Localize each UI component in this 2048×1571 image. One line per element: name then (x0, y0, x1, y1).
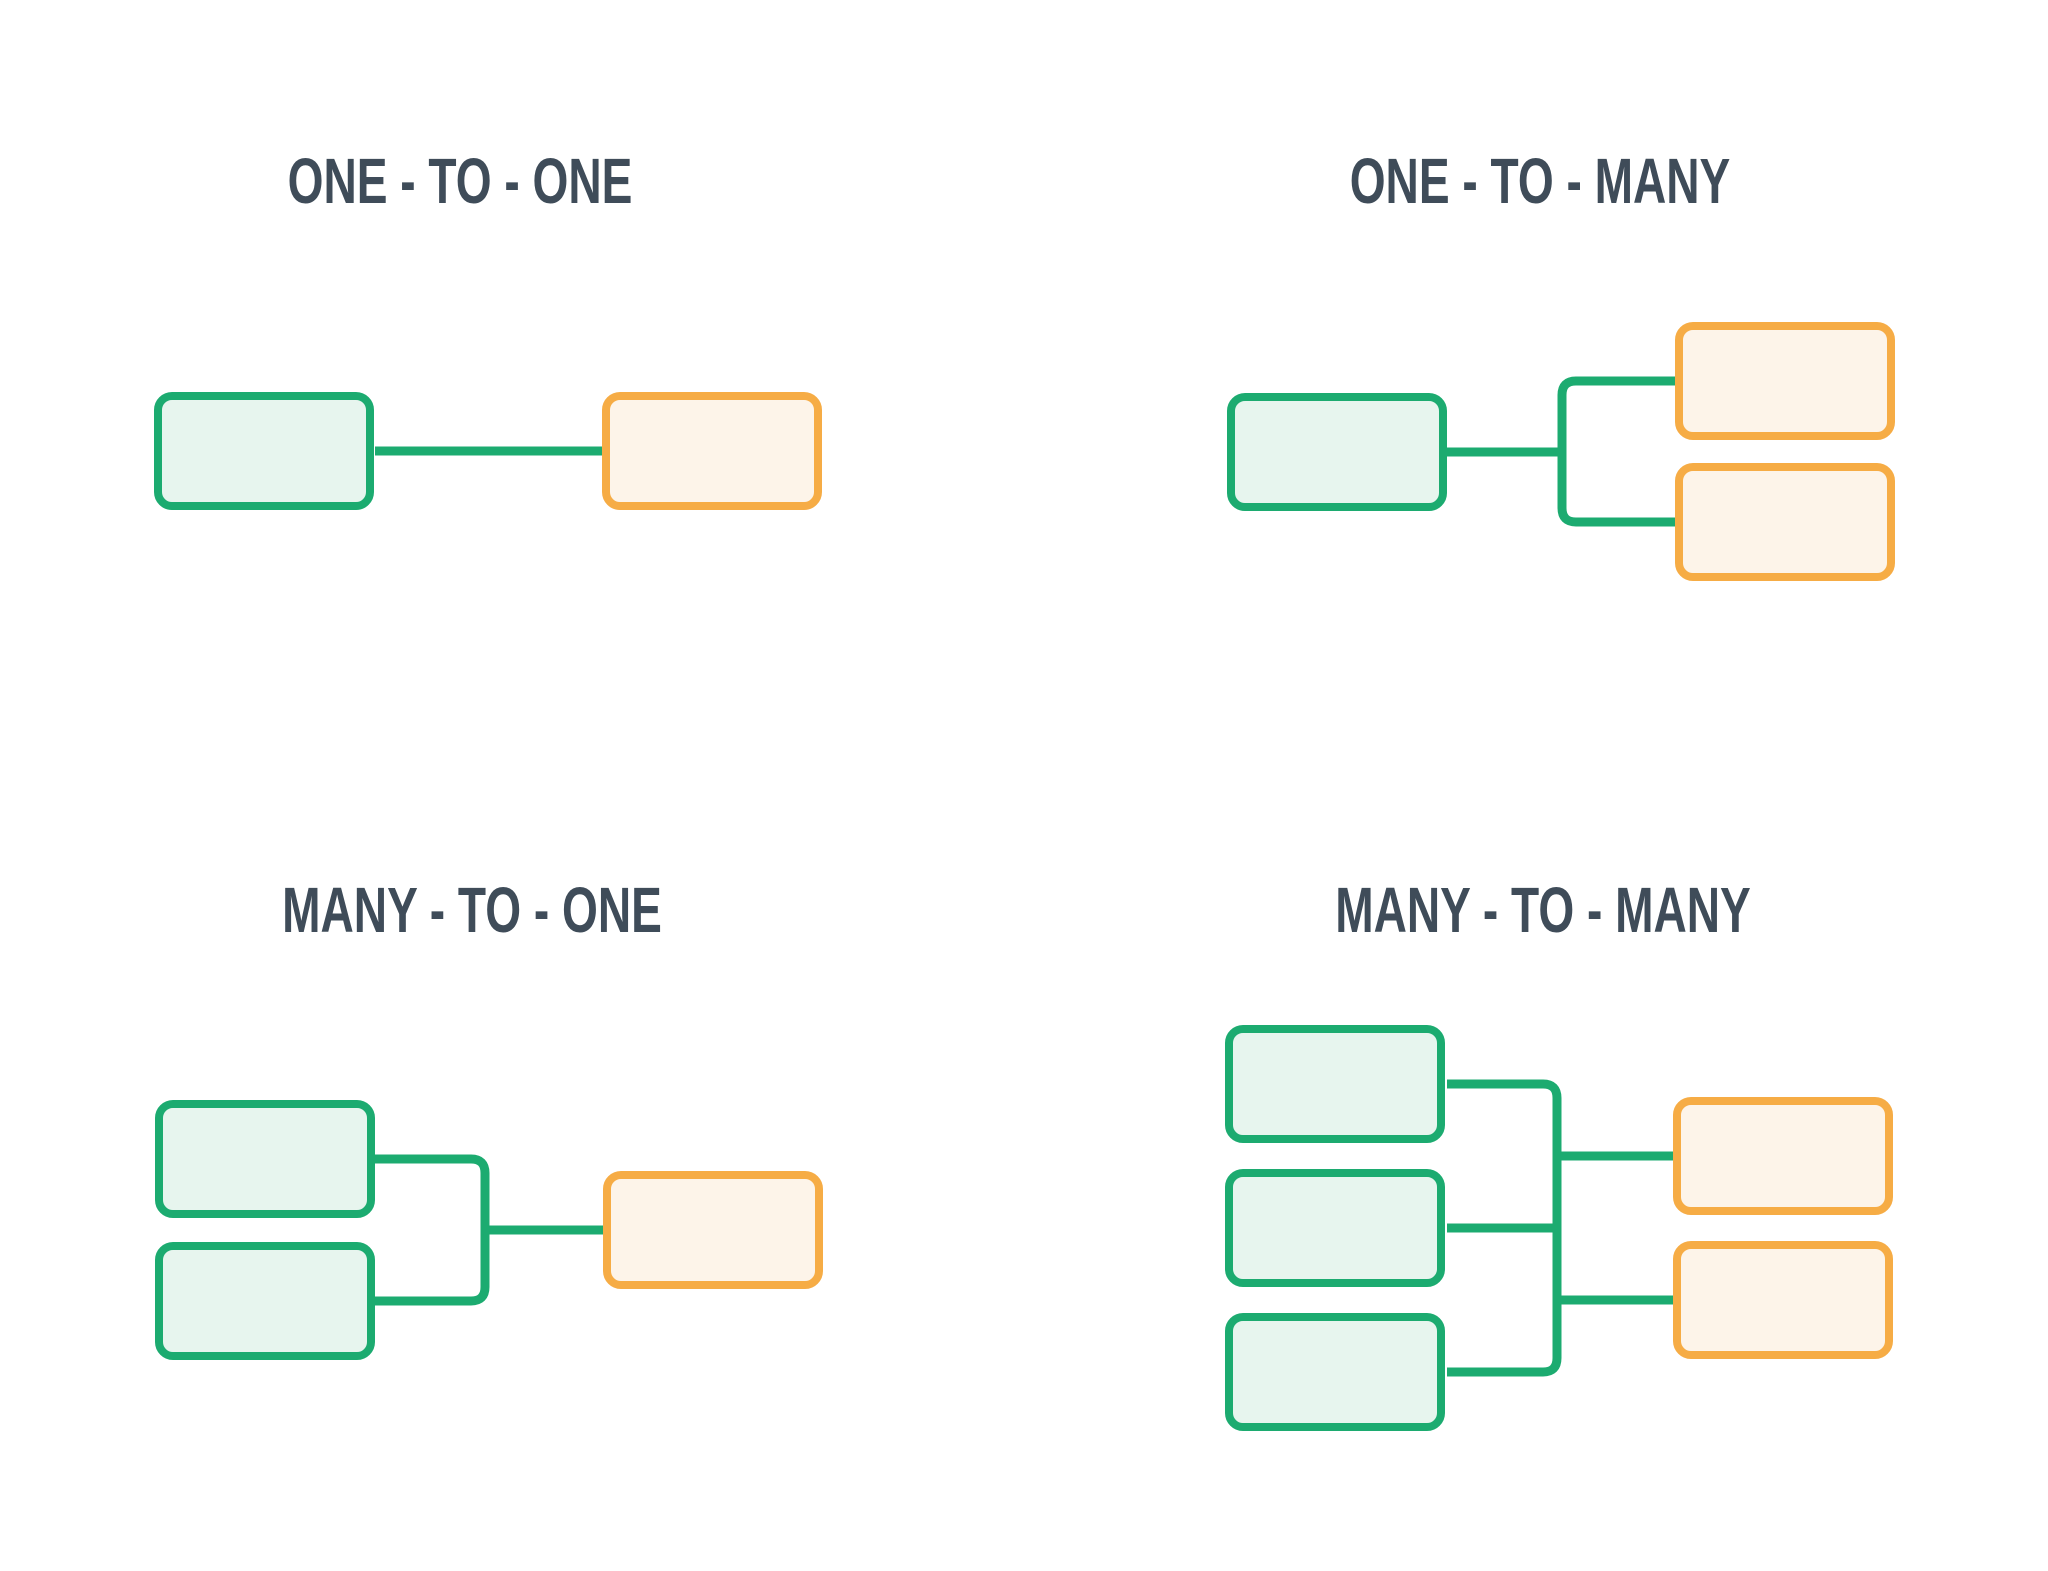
entity-box-orange (603, 1171, 823, 1289)
entity-box-green (154, 392, 374, 510)
diagram-title-one-to-one: ONE - TO - ONE (287, 145, 633, 217)
diagram-title-one-to-many: ONE - TO - MANY (1349, 145, 1731, 217)
entity-box-green-3 (1225, 1313, 1445, 1431)
entity-box-orange-2 (1675, 463, 1895, 581)
entity-box-green-1 (155, 1100, 375, 1218)
diagram-title-many-to-many: MANY - TO - MANY (1335, 874, 1751, 946)
one-to-many-bracket (1557, 376, 1675, 527)
entity-box-orange-2 (1673, 1241, 1893, 1359)
many-to-one-bracket (375, 1154, 490, 1306)
entity-box-green-2 (1225, 1169, 1445, 1287)
entity-box-orange-1 (1675, 322, 1895, 440)
entity-box-green-2 (155, 1242, 375, 1360)
entity-box-green (1227, 393, 1447, 511)
entity-box-orange-1 (1673, 1097, 1893, 1215)
diagram-title-many-to-one: MANY - TO - ONE (282, 874, 662, 946)
entity-box-green-1 (1225, 1025, 1445, 1143)
entity-box-orange (602, 392, 822, 510)
